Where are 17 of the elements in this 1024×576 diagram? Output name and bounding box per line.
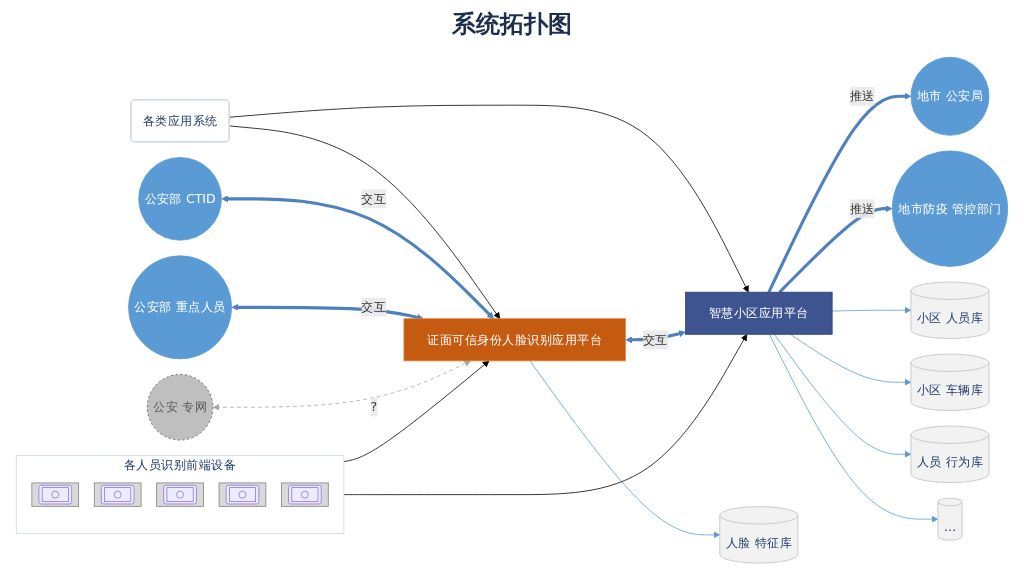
edge-label: ? [370,399,378,415]
node-circle: 公安部 CTID [138,156,222,241]
edge-label: 推送 [849,88,875,104]
node-circle: 公安部 重点人员 [128,255,232,360]
edge-label: 推送 [849,200,875,216]
node-circle: 地市 公安局 [910,56,990,136]
cluster: 各人员识别前端设备 [15,455,345,534]
node-box: 证面可信身份人脸识别应用平台 [403,318,626,362]
edge-label: 交互 [643,331,668,347]
node-circle: 地市防疫 管控部门 [891,150,1009,267]
diagram-title: 系统拓扑图 [451,9,573,40]
node-circle: 公安 专网 [146,373,214,441]
arrow [767,92,912,293]
edge-label: 交互 [361,299,387,315]
arrow [778,205,893,294]
edge-label: 交互 [361,190,387,206]
node-box: 智慧小区应用平台 [685,291,833,335]
